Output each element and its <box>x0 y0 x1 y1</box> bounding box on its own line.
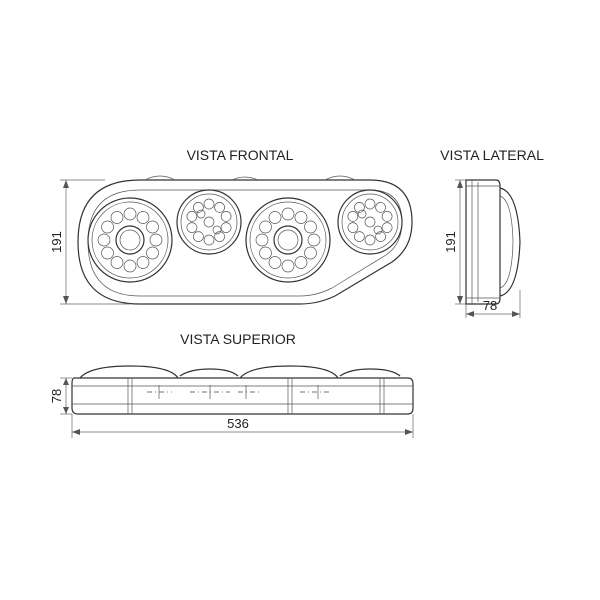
led <box>347 211 359 222</box>
led <box>193 231 204 242</box>
led <box>307 233 321 247</box>
top-height-label: 78 <box>49 389 64 403</box>
side-width-dimension <box>465 290 521 318</box>
led <box>203 234 215 246</box>
top-dome <box>239 365 339 379</box>
led <box>220 211 232 222</box>
front-lamp-4-leds <box>347 198 393 246</box>
led <box>101 246 114 260</box>
led <box>364 216 376 228</box>
led <box>186 211 198 222</box>
led <box>212 225 222 235</box>
led <box>123 207 137 221</box>
led <box>220 222 232 233</box>
led <box>149 233 163 247</box>
front-height-label: 191 <box>49 231 64 253</box>
front-lamp-1 <box>87 197 173 283</box>
led <box>268 211 282 224</box>
led <box>110 211 124 224</box>
led <box>268 256 282 269</box>
side-view: VISTA LATERAL 191 78 <box>440 147 544 318</box>
led <box>375 202 386 213</box>
led <box>136 256 150 269</box>
top-body <box>71 377 414 415</box>
led <box>97 233 111 247</box>
front-lamp-1-leds <box>97 207 163 273</box>
side-view-title: VISTA LATERAL <box>440 147 544 163</box>
led <box>304 246 317 260</box>
led <box>347 222 359 233</box>
front-height-dimension <box>60 179 130 305</box>
side-housing <box>465 179 501 305</box>
front-housing-outer <box>77 179 413 305</box>
front-top-tab <box>231 176 259 181</box>
side-height-dimension <box>455 179 466 305</box>
top-height-dimension <box>60 377 72 415</box>
led <box>136 211 150 224</box>
led <box>381 222 393 233</box>
top-width-dimension <box>71 414 414 438</box>
led <box>214 231 225 242</box>
led <box>255 233 269 247</box>
led <box>364 234 376 246</box>
led <box>203 198 215 210</box>
led <box>304 220 317 234</box>
front-lamp-3 <box>245 197 331 283</box>
led <box>259 220 272 234</box>
front-lamp-2 <box>176 189 242 255</box>
led <box>193 202 204 213</box>
led <box>101 220 114 234</box>
led <box>123 259 137 273</box>
top-center-mark <box>238 385 260 399</box>
front-view-title: VISTA FRONTAL <box>187 147 294 163</box>
side-lens <box>499 187 521 297</box>
led <box>381 211 393 222</box>
led <box>281 259 295 273</box>
led <box>186 222 198 233</box>
led <box>281 207 295 221</box>
top-dome <box>339 368 401 377</box>
front-top-tab <box>324 175 356 181</box>
front-lamp-2-leds <box>186 198 232 246</box>
top-width-label: 536 <box>227 416 249 431</box>
led <box>203 216 215 228</box>
front-lamp-3-leds <box>255 207 321 273</box>
led <box>375 231 386 242</box>
led <box>373 225 383 235</box>
top-dome <box>79 365 179 379</box>
led <box>259 246 272 260</box>
top-dome <box>179 368 239 377</box>
led <box>364 198 376 210</box>
led <box>146 246 159 260</box>
led <box>357 209 367 219</box>
led <box>354 231 365 242</box>
top-view-title: VISTA SUPERIOR <box>180 331 296 347</box>
top-center-mark <box>147 385 172 399</box>
front-top-tab <box>144 175 176 181</box>
side-width-label: 78 <box>483 298 497 313</box>
top-center-mark <box>300 385 330 399</box>
front-view: VISTA FRONTAL <box>49 147 413 305</box>
led <box>354 202 365 213</box>
led <box>294 256 308 269</box>
side-height-label: 191 <box>443 231 458 253</box>
led <box>196 209 206 219</box>
front-lamp-4 <box>337 189 403 255</box>
led <box>146 220 159 234</box>
led <box>214 202 225 213</box>
led <box>294 211 308 224</box>
top-center-mark <box>190 385 230 399</box>
led <box>110 256 124 269</box>
top-view: VISTA SUPERIOR <box>49 331 414 438</box>
